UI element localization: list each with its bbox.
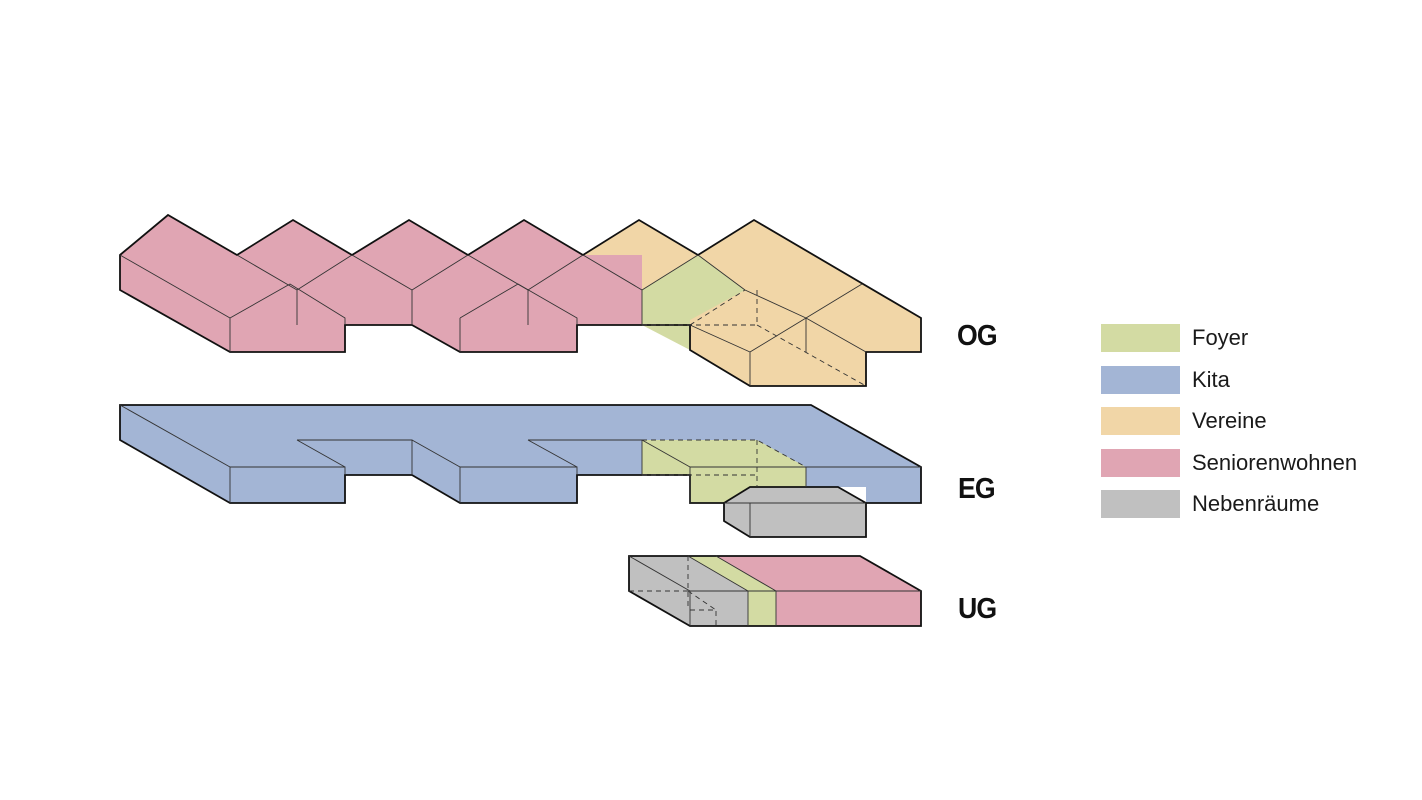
og-foyer-area bbox=[642, 255, 745, 350]
legend-label-nebenraeume: Nebenräume bbox=[1192, 491, 1320, 516]
eg-internal-edges bbox=[119, 404, 921, 537]
ug-internal-edges bbox=[628, 555, 921, 626]
og-internal-edges bbox=[119, 254, 867, 387]
legend-swatch-kita bbox=[1101, 365, 1180, 394]
legend-item-kita: Kita bbox=[1101, 365, 1391, 394]
og-seniorenwohnen-area bbox=[120, 215, 642, 352]
legend-swatch-vereine bbox=[1101, 407, 1180, 435]
eg-foyer-area bbox=[642, 440, 806, 503]
floor-label-eg: EG bbox=[958, 473, 996, 505]
legend-label-foyer: Foyer bbox=[1192, 325, 1249, 350]
legend: Foyer Kita Vereine Seniorenwohnen Nebenr… bbox=[1101, 324, 1391, 532]
eg-nebenraeume-box bbox=[724, 487, 866, 537]
og-vereine-area bbox=[583, 220, 921, 386]
legend-item-seniorenwohnen: Seniorenwohnen bbox=[1101, 448, 1391, 477]
legend-label-vereine: Vereine bbox=[1192, 408, 1267, 433]
legend-swatch-foyer bbox=[1101, 324, 1180, 352]
og-floor-volume bbox=[119, 213, 922, 387]
legend-label-kita: Kita bbox=[1192, 366, 1230, 392]
legend-label-seniorenwohnen: Seniorenwohnen bbox=[1192, 449, 1358, 475]
floor-label-ug: UG bbox=[958, 593, 997, 625]
legend-item-vereine: Vereine bbox=[1101, 407, 1391, 435]
legend-swatch-nebenraeume bbox=[1101, 490, 1180, 518]
og-outline bbox=[119, 213, 922, 387]
ug-foyer-area bbox=[688, 556, 776, 626]
floor-label-og: OG bbox=[957, 320, 998, 352]
legend-swatch-seniorenwohnen bbox=[1101, 448, 1180, 477]
legend-item-foyer: Foyer bbox=[1101, 324, 1391, 352]
ug-floor-volume bbox=[628, 555, 922, 627]
eg-floor-volume bbox=[119, 404, 922, 538]
legend-item-nebenraeume: Nebenräume bbox=[1101, 490, 1391, 518]
